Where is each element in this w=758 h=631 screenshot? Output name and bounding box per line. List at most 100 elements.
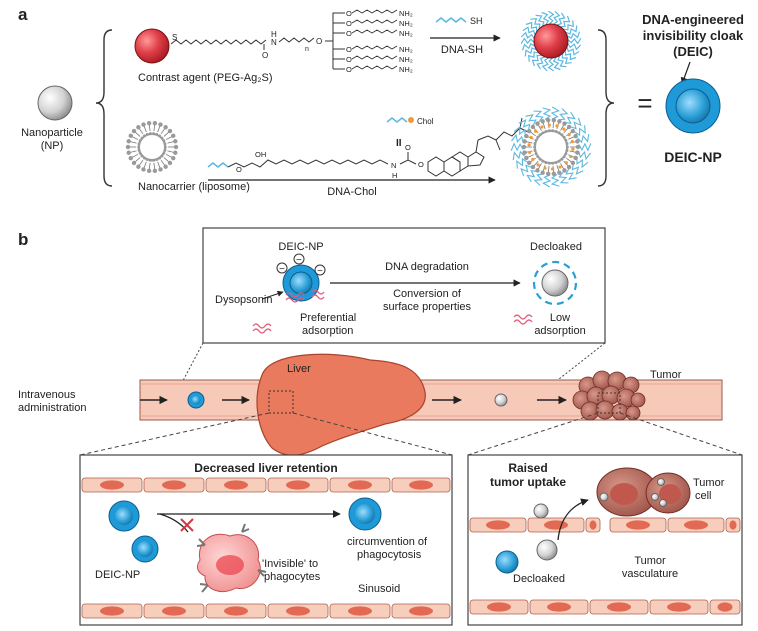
hydroxyl-label: OH xyxy=(255,150,266,159)
dendron-arm-o-6: O xyxy=(346,65,352,74)
dna-coated-liposome xyxy=(510,106,592,188)
dna-strand xyxy=(552,56,561,71)
low-adsorption-line2: adsorption xyxy=(534,325,585,337)
dna-strand xyxy=(541,11,550,26)
lipid-head-outer xyxy=(575,144,581,150)
dna-strand xyxy=(577,133,590,144)
amide-n-label: N xyxy=(271,38,277,47)
lipid-head-outer xyxy=(171,133,176,139)
lipid-head-outer xyxy=(128,133,133,139)
deic-np-core xyxy=(675,88,711,124)
endothelial-nucleus xyxy=(729,520,737,530)
dna-coated-contrast-agent xyxy=(520,10,582,72)
nh2-label-5: NH₂ xyxy=(399,55,413,64)
contrast-agent-sphere xyxy=(134,28,170,64)
lipid-head-inner xyxy=(547,129,552,133)
dna-strand xyxy=(574,125,586,137)
endothelial-nucleus xyxy=(544,520,568,530)
dna-strand xyxy=(566,46,580,56)
endothelial-nucleus xyxy=(348,480,372,490)
lipid-head-outer xyxy=(163,164,168,169)
deic-title-line3: (DEIC) xyxy=(673,44,713,59)
thiol-s-label: S xyxy=(172,33,177,42)
dna-strand xyxy=(550,173,560,187)
endothelial-nucleus xyxy=(487,602,511,612)
lipid-head-outer xyxy=(136,164,141,169)
lipid-head-outer xyxy=(131,160,137,166)
intravenous-line2: administration xyxy=(18,402,86,414)
lipid-head-inner xyxy=(148,132,153,136)
box-deic-np-core xyxy=(289,271,313,295)
lipid-head-outer xyxy=(530,164,536,170)
dna-strand xyxy=(535,14,545,27)
phagocyte-cell xyxy=(196,523,267,593)
lipid-head-outer xyxy=(141,167,146,172)
nh2-label-2: NH₂ xyxy=(399,19,413,28)
low-adsorption-line1: Low xyxy=(550,312,570,324)
dna-strand xyxy=(556,12,566,26)
lipid-head-outer xyxy=(173,139,178,144)
tumor-zoom-region xyxy=(597,392,621,414)
chol-anchor xyxy=(569,154,573,159)
lipid-head-outer xyxy=(573,155,578,161)
deic-title-line2: invisibility cloak xyxy=(643,28,744,43)
chol-anchor xyxy=(543,166,547,170)
lipid-head-outer xyxy=(158,167,163,172)
lipid-head-outer xyxy=(171,155,176,161)
dna-strand xyxy=(570,117,582,130)
chol-anchor xyxy=(564,161,568,165)
dna-strand xyxy=(524,47,537,57)
tumor-cell-line1: Tumor xyxy=(693,477,725,489)
liver-deic-np-2-core xyxy=(137,541,153,557)
lipid-head-outer xyxy=(152,168,158,174)
sinusoid-label: Sinusoid xyxy=(358,583,400,595)
lipid-head-outer xyxy=(522,139,527,144)
dna-strand xyxy=(561,53,572,64)
tumor-zoom-line-right xyxy=(619,412,743,456)
carbamate-o-label: O xyxy=(405,143,411,152)
equals-sign: = xyxy=(637,88,652,118)
endothelial-nucleus xyxy=(286,606,310,616)
dna-strand xyxy=(552,10,561,25)
dna-strand xyxy=(526,170,538,183)
nh2-label-4: NH₂ xyxy=(399,45,413,54)
blocked-uptake-path xyxy=(159,513,189,533)
lipid-head-outer xyxy=(540,170,545,175)
lipid-head-outer xyxy=(173,150,178,155)
endothelial-nucleus xyxy=(626,520,650,530)
dna-strand xyxy=(571,163,584,175)
dna-strand xyxy=(520,31,535,40)
dna-sh-strand xyxy=(435,17,467,23)
dna-strand xyxy=(576,157,589,169)
nanoparticle-sphere xyxy=(37,85,73,121)
lipid-head-outer xyxy=(562,121,567,126)
tumor-decloaked-label: Decloaked xyxy=(513,573,565,585)
endothelial-nucleus xyxy=(717,602,733,612)
lipid-head-outer xyxy=(522,150,527,155)
dna-strand xyxy=(542,107,552,121)
dna-strand xyxy=(521,42,536,51)
lipid-head-outer xyxy=(570,160,576,166)
liver-deic-np-label: DEIC-NP xyxy=(95,569,140,581)
conversion-line2: surface properties xyxy=(383,301,472,313)
dna-strand xyxy=(566,31,581,40)
panel-b-label: b xyxy=(18,230,28,249)
endothelial-nucleus xyxy=(224,480,248,490)
vasculature-line1: Tumor xyxy=(634,555,666,567)
tumor-box-deic-np xyxy=(495,550,519,574)
lipid-head-inner xyxy=(547,161,552,165)
tumor-box-np-1 xyxy=(533,503,549,519)
lipid-head-outer xyxy=(131,128,137,134)
nh2-label-1: NH₂ xyxy=(399,9,413,18)
liver-deic-np-1-core xyxy=(115,507,133,525)
lipid-head-outer xyxy=(557,119,562,124)
dna-strand xyxy=(530,18,541,29)
dna-strand xyxy=(533,110,544,123)
chol-anchor xyxy=(562,127,566,131)
dna-chol-label: DNA-Chol xyxy=(327,186,377,198)
dna-chol-structure: OH O N H O O xyxy=(207,117,529,180)
sh-label: SH xyxy=(470,16,483,26)
lipid-head-outer xyxy=(535,121,540,126)
